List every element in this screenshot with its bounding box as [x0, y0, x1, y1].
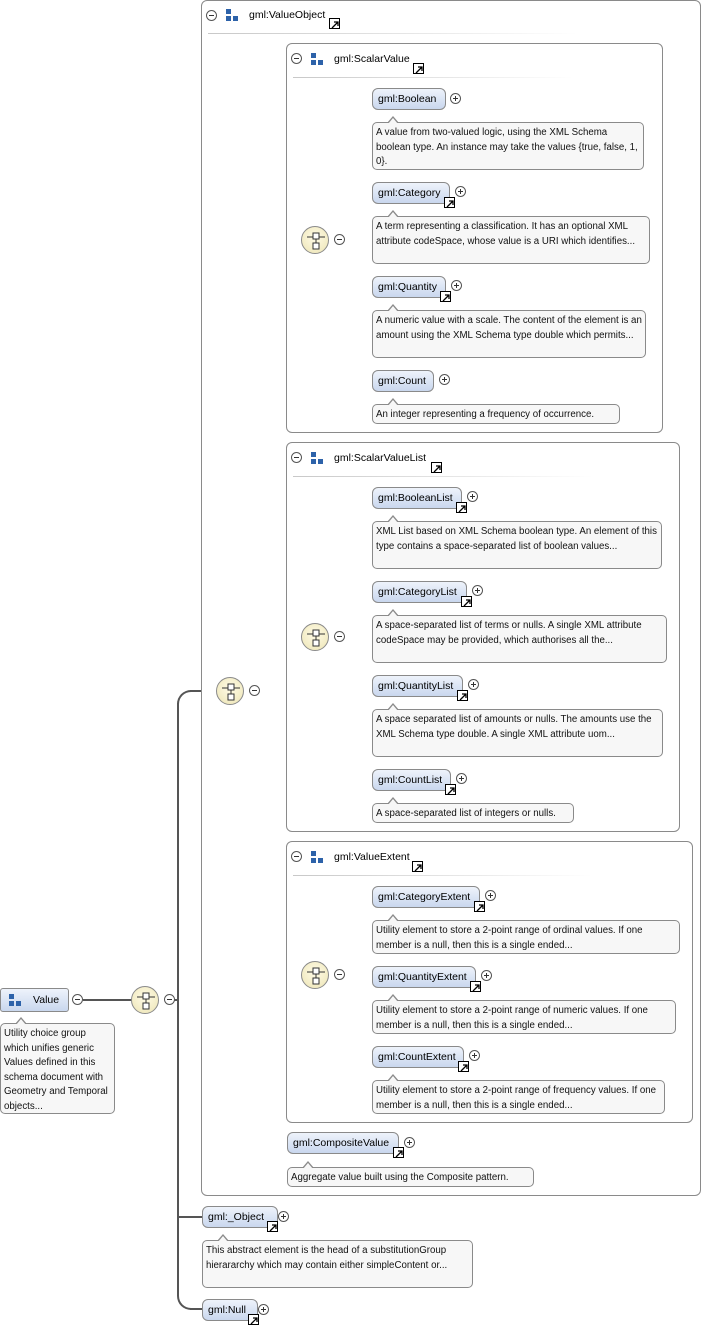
collapse-minus-icon[interactable]: [334, 234, 345, 245]
choice-compositor-icon[interactable]: [131, 986, 159, 1014]
element-count-extent[interactable]: gml:CountExtent: [372, 1046, 464, 1068]
reference-arrow-icon[interactable]: [470, 981, 481, 992]
complex-type-icon: [9, 994, 22, 1007]
element-quantity-doc: A numeric value with a scale. The conten…: [372, 304, 646, 358]
complex-type-icon: [311, 851, 324, 864]
element-boolean[interactable]: gml:Boolean: [372, 88, 446, 110]
expand-plus-icon[interactable]: [439, 374, 450, 385]
collapse-minus-icon[interactable]: [206, 10, 217, 21]
reference-arrow-icon[interactable]: [456, 502, 467, 513]
element-null[interactable]: gml:Null: [202, 1299, 258, 1321]
element-composite-value-doc: Aggregate value built using the Composit…: [287, 1161, 534, 1187]
group-separator: [208, 33, 578, 34]
element-quantity-extent-doc: Utility element to store a 2-point range…: [372, 994, 676, 1034]
expand-plus-icon[interactable]: [485, 890, 496, 901]
expand-plus-icon[interactable]: [450, 93, 461, 104]
group-scalar-value-label: gml:ScalarValue: [334, 53, 410, 65]
element-category-list-doc: A space-separated list of terms or nulls…: [372, 609, 667, 663]
expand-plus-icon[interactable]: [472, 585, 483, 596]
expand-plus-icon[interactable]: [258, 1304, 269, 1315]
element-boolean-doc: A value from two-valued logic, using the…: [372, 116, 644, 170]
choice-compositor-icon[interactable]: [301, 623, 329, 651]
group-separator: [293, 77, 573, 78]
expand-plus-icon[interactable]: [468, 679, 479, 690]
root-element-label: Value: [33, 994, 60, 1006]
expand-plus-icon[interactable]: [481, 970, 492, 981]
reference-arrow-icon[interactable]: [412, 861, 423, 872]
element-object[interactable]: gml:_Object: [202, 1206, 278, 1228]
expand-plus-icon[interactable]: [455, 186, 466, 197]
element-composite-value[interactable]: gml:CompositeValue: [287, 1132, 399, 1154]
complex-type-icon: [311, 452, 324, 465]
group-value-extent-label: gml:ValueExtent: [334, 851, 410, 863]
collapse-minus-icon[interactable]: [334, 969, 345, 980]
choice-compositor-icon[interactable]: [301, 961, 329, 989]
root-element[interactable]: Value: [0, 988, 69, 1012]
reference-arrow-icon[interactable]: [440, 291, 451, 302]
reference-arrow-icon[interactable]: [458, 1061, 469, 1072]
element-count-list[interactable]: gml:CountList: [372, 769, 451, 791]
reference-arrow-icon[interactable]: [248, 1314, 259, 1325]
reference-arrow-icon[interactable]: [431, 462, 442, 473]
expand-plus-icon[interactable]: [456, 773, 467, 784]
reference-arrow-icon[interactable]: [445, 784, 456, 795]
element-category-list[interactable]: gml:CategoryList: [372, 581, 467, 603]
collapse-minus-icon[interactable]: [249, 685, 260, 696]
element-quantity[interactable]: gml:Quantity: [372, 276, 446, 298]
choice-compositor-icon[interactable]: [216, 677, 244, 705]
element-object-doc: This abstract element is the head of a s…: [202, 1234, 473, 1288]
collapse-minus-icon[interactable]: [334, 631, 345, 642]
collapse-minus-icon[interactable]: [291, 452, 302, 463]
reference-arrow-icon[interactable]: [457, 690, 468, 701]
collapse-minus-icon[interactable]: [164, 994, 175, 1005]
reference-arrow-icon[interactable]: [461, 596, 472, 607]
root-element-doc: Utility choice group which unifies gener…: [0, 1017, 115, 1114]
collapse-minus-icon[interactable]: [72, 994, 83, 1005]
element-category-extent-doc: Utility element to store a 2-point range…: [372, 914, 680, 954]
group-separator: [293, 476, 593, 477]
collapse-minus-icon[interactable]: [291, 53, 302, 64]
element-quantity-extent[interactable]: gml:QuantityExtent: [372, 966, 476, 988]
expand-plus-icon[interactable]: [451, 280, 462, 291]
element-quantity-list-doc: A space separated list of amounts or nul…: [372, 703, 663, 757]
element-category-doc: A term representing a classification. It…: [372, 210, 650, 264]
reference-arrow-icon[interactable]: [393, 1147, 404, 1158]
expand-plus-icon[interactable]: [469, 1050, 480, 1061]
reference-arrow-icon[interactable]: [329, 18, 340, 29]
element-category-extent[interactable]: gml:CategoryExtent: [372, 886, 480, 908]
element-boolean-list[interactable]: gml:BooleanList: [372, 487, 462, 509]
element-count-list-doc: A space-separated list of integers or nu…: [372, 797, 574, 823]
element-category[interactable]: gml:Category: [372, 182, 450, 204]
reference-arrow-icon[interactable]: [267, 1221, 278, 1232]
expand-plus-icon[interactable]: [467, 491, 478, 502]
complex-type-icon: [311, 53, 324, 66]
reference-arrow-icon[interactable]: [474, 901, 485, 912]
reference-arrow-icon[interactable]: [444, 197, 455, 208]
reference-arrow-icon[interactable]: [413, 63, 424, 74]
group-value-object-label: gml:ValueObject: [249, 9, 326, 21]
expand-plus-icon[interactable]: [278, 1211, 289, 1222]
element-boolean-list-doc: XML List based on XML Schema boolean typ…: [372, 515, 662, 569]
element-quantity-list[interactable]: gml:QuantityList: [372, 675, 463, 697]
element-count-doc: An integer representing a frequency of o…: [372, 398, 620, 424]
group-separator: [293, 875, 593, 876]
expand-plus-icon[interactable]: [404, 1137, 415, 1148]
element-count[interactable]: gml:Count: [372, 370, 434, 392]
collapse-minus-icon[interactable]: [291, 851, 302, 862]
group-value-extent: gml:ValueExtent: [286, 841, 693, 1123]
group-scalar-value-list-label: gml:ScalarValueList: [334, 452, 427, 464]
element-count-extent-doc: Utility element to store a 2-point range…: [372, 1074, 665, 1114]
choice-compositor-icon[interactable]: [301, 226, 329, 254]
complex-type-icon: [226, 9, 239, 22]
